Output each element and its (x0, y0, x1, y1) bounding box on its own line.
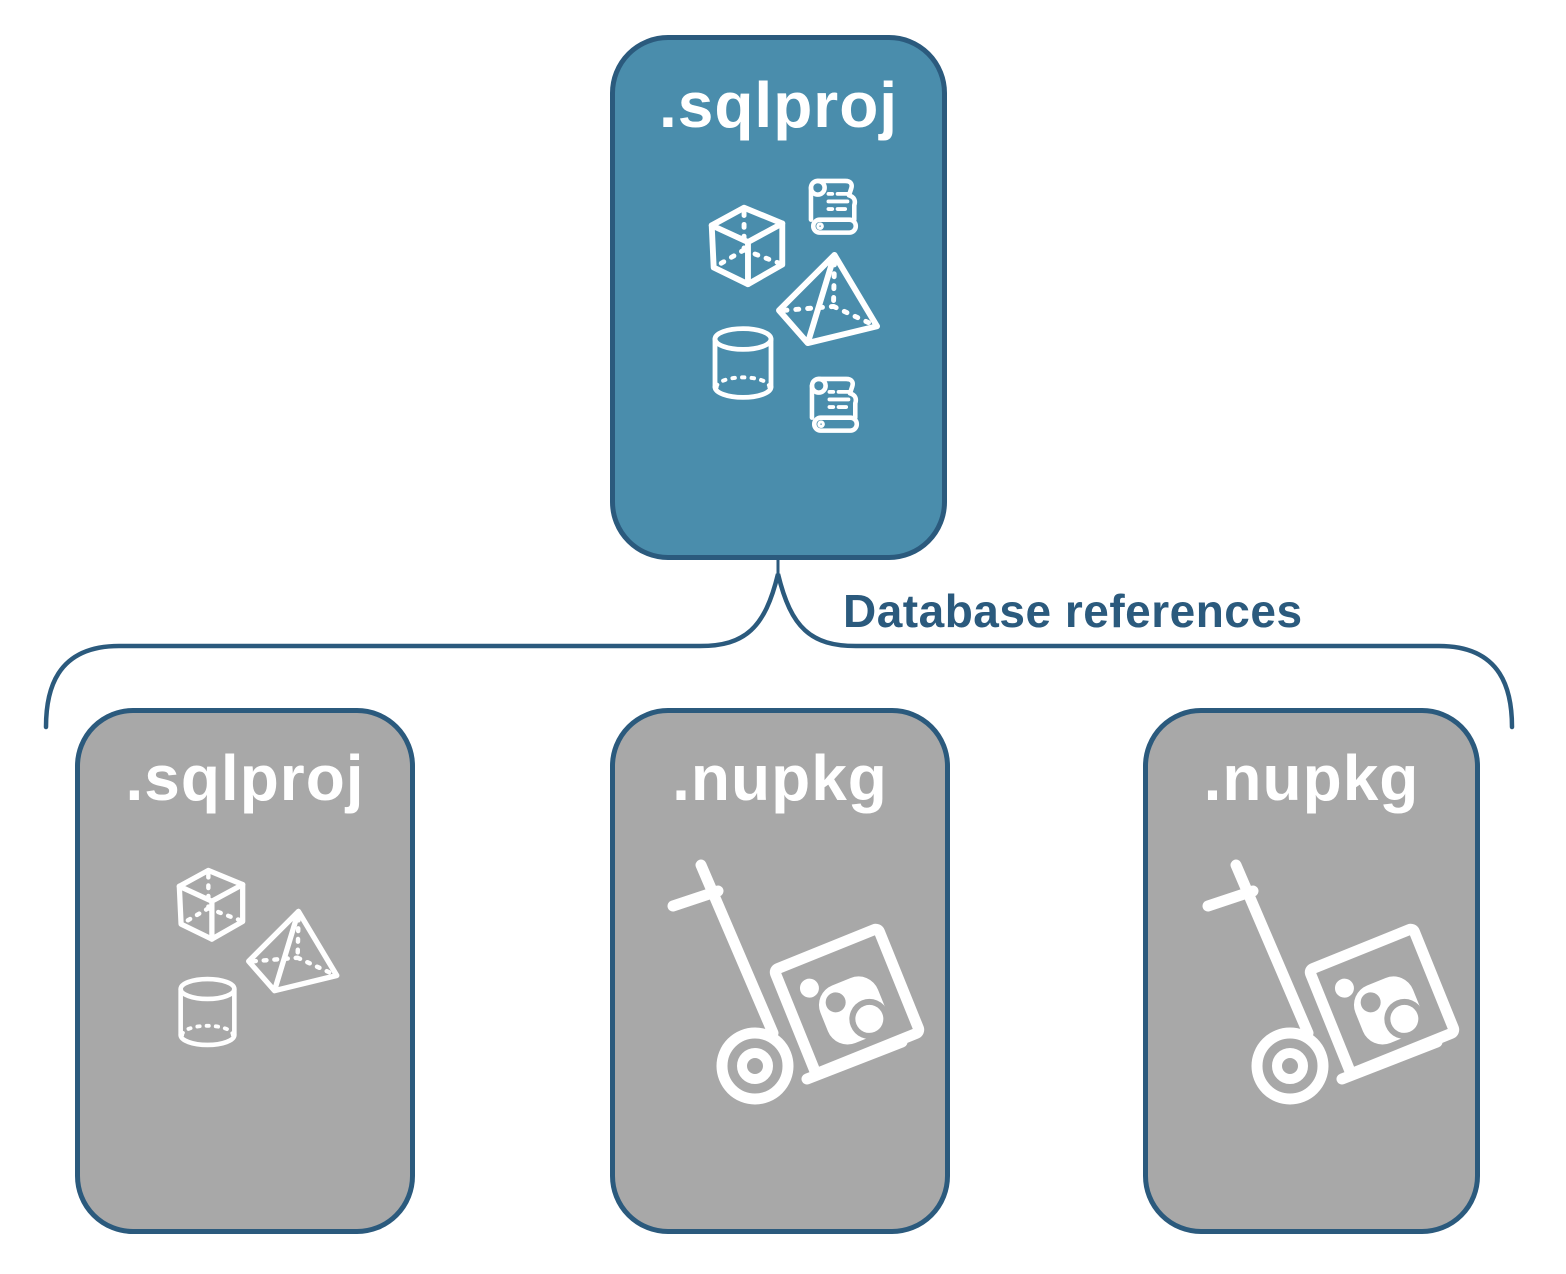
connector-label: Database references (843, 585, 1303, 637)
pyramid-icon (773, 250, 887, 349)
cube-icon (167, 859, 255, 947)
cylinder-icon (173, 972, 242, 1052)
child-node-nupkg-2: .nupkg (1143, 708, 1480, 1234)
root-node-sqlproj: .sqlproj (610, 35, 947, 560)
scroll-icon (796, 364, 872, 444)
child-node-sqlproj: .sqlproj (75, 708, 415, 1234)
cylinder-icon (707, 320, 779, 406)
pyramid-icon (243, 907, 346, 996)
child-node-nupkg-1: .nupkg (610, 708, 950, 1234)
node-title: .nupkg (672, 742, 888, 814)
node-title: .sqlproj (658, 69, 899, 141)
scroll-icon (795, 166, 871, 246)
node-title: .sqlproj (125, 742, 365, 814)
nuget-handtruck-icon (1200, 853, 1480, 1123)
node-title: .nupkg (1203, 742, 1420, 814)
nuget-handtruck-icon (665, 853, 945, 1123)
